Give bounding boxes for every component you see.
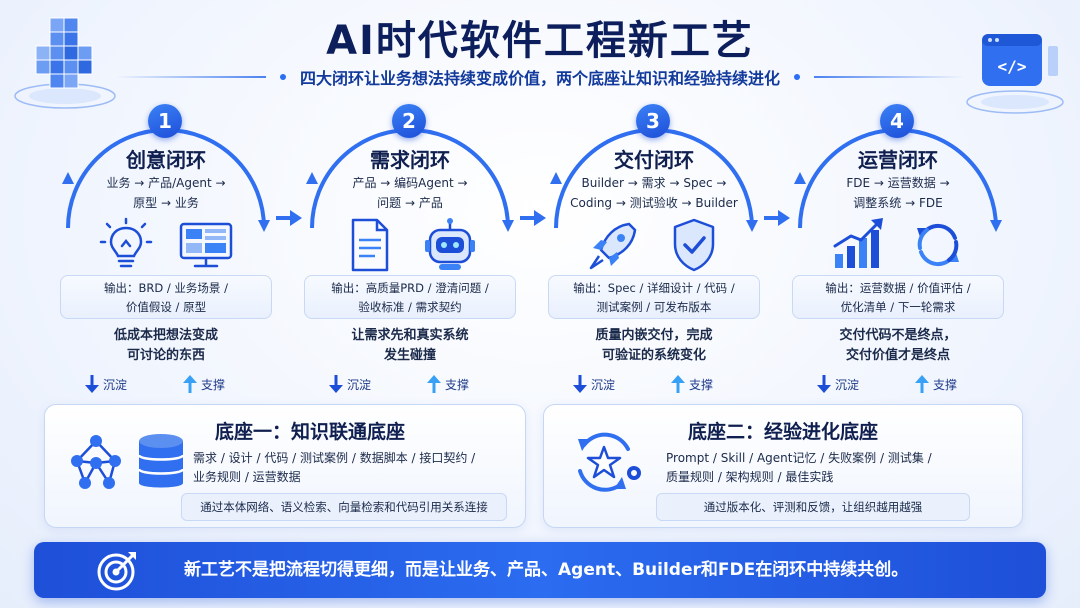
base-note: 通过版本化、评测和反馈，让组织越用越强 bbox=[656, 493, 970, 521]
target-icon bbox=[97, 552, 136, 591]
arrow-up-icon bbox=[671, 375, 685, 393]
cube-stack-decoration-icon bbox=[14, 17, 116, 109]
svg-text:</>: </> bbox=[998, 57, 1027, 76]
support-up-label: 支撑 bbox=[670, 374, 713, 394]
loop-flow: 产品 → 编码Agent → 问题 → 产品 bbox=[352, 176, 468, 210]
support-up-label: 支撑 bbox=[426, 374, 469, 394]
subtitle-bar: 四大闭环让业务想法持续变成价值，两个底座让知识和经验持续进化 bbox=[0, 65, 1080, 89]
loop-card-ideation: 1 创意闭环 业务 → 产品/Agent → 原型 → 业务 bbox=[50, 100, 282, 420]
loop-title: 运营闭环 bbox=[858, 148, 938, 172]
loop-title: 创意闭环 bbox=[126, 148, 206, 172]
growth-chart-icon bbox=[833, 218, 883, 268]
loop-output: 输出：Spec / 详细设计 / 代码 / 测试案例 / 可发布版本 bbox=[548, 275, 760, 319]
loop-icons bbox=[782, 216, 1014, 274]
step-number: 3 bbox=[636, 104, 670, 138]
robot-icon bbox=[425, 218, 475, 270]
lightbulb-icon bbox=[99, 217, 153, 268]
loop-description: 让需求先和真实系统 发生碰撞 bbox=[351, 328, 469, 363]
sediment-down-label: 沉淀 bbox=[328, 374, 371, 394]
dashboard-screen-icon bbox=[179, 222, 233, 268]
arrow-down-icon bbox=[329, 375, 343, 393]
step-number: 2 bbox=[392, 104, 426, 138]
network-graph-icon bbox=[71, 435, 121, 489]
loop-icons bbox=[294, 216, 526, 274]
shield-check-icon bbox=[673, 218, 715, 272]
loop-icons bbox=[538, 216, 770, 274]
loop-flow: 业务 → 产品/Agent → 原型 → 业务 bbox=[106, 176, 226, 210]
code-window-decoration-icon: </> bbox=[966, 34, 1064, 114]
loop-description: 质量内嵌交付，完成 可验证的系统变化 bbox=[595, 328, 713, 363]
loop-output: 输出：BRD / 业务场景 / 价值假设 / 原型 bbox=[60, 275, 272, 319]
base-note: 通过本体网络、语义检索、向量检索和代码引用关系连接 bbox=[181, 493, 507, 521]
loop-card-operations: 4 运营闭环 FDE → 运营数据 → 调整系统 → FDE 输出：运营数据 /… bbox=[782, 100, 1014, 420]
step-number: 1 bbox=[148, 104, 182, 138]
database-icon bbox=[137, 434, 185, 488]
step-number: 4 bbox=[880, 104, 914, 138]
arrow-up-icon bbox=[183, 375, 197, 393]
experience-base-panel: 底座二：经验进化底座 Prompt / Skill / Agent记忆 / 失败… bbox=[543, 404, 1023, 528]
loop-flow: FDE → 运营数据 → 调整系统 → FDE bbox=[846, 176, 950, 210]
support-up-label: 支撑 bbox=[182, 374, 225, 394]
loop-description: 低成本把想法变成 可讨论的东西 bbox=[113, 328, 218, 363]
loop-card-delivery: 3 交付闭环 Builder → 需求 → Spec → Coding → 测试… bbox=[538, 100, 770, 420]
rocket-icon bbox=[589, 222, 637, 270]
document-icon bbox=[351, 218, 389, 272]
base-title: 底座一：知识联通底座 bbox=[215, 421, 406, 443]
flow-arrow-right-icon bbox=[276, 210, 302, 226]
sediment-down-label: 沉淀 bbox=[572, 374, 615, 394]
loop-card-requirements: 2 需求闭环 产品 → 编码Agent → 问题 → 产品 输出：高质量PRD … bbox=[294, 100, 526, 420]
page-title: AI时代软件工程新工艺 bbox=[326, 18, 754, 64]
loop-flow: Builder → 需求 → Spec → Coding → 测试验收 → Bu… bbox=[570, 176, 738, 210]
arrow-down-icon bbox=[85, 375, 99, 393]
star-cycle-icon bbox=[578, 432, 641, 492]
base-items: 需求 / 设计 / 代码 / 测试案例 / 数据脚本 / 接口契约 / 业务规则… bbox=[193, 451, 476, 484]
arrow-down-icon bbox=[573, 375, 587, 393]
arrow-down-icon bbox=[817, 375, 831, 393]
arrow-up-icon bbox=[427, 375, 441, 393]
footer-banner: 新工艺不是把流程切得更细，而是让业务、产品、Agent、Builder和FDE在… bbox=[34, 542, 1046, 598]
page-subtitle: 四大闭环让业务想法持续变成价值，两个底座让知识和经验持续进化 bbox=[299, 69, 780, 88]
footer-text: 新工艺不是把流程切得更细，而是让业务、产品、Agent、Builder和FDE在… bbox=[184, 560, 909, 580]
sediment-down-label: 沉淀 bbox=[816, 374, 859, 394]
refresh-cycle-icon bbox=[917, 223, 959, 267]
base-items: Prompt / Skill / Agent记忆 / 失败案例 / 测试集 / … bbox=[666, 451, 932, 484]
support-up-label: 支撑 bbox=[914, 374, 957, 394]
loop-icons bbox=[50, 216, 282, 274]
base-title: 底座二：经验进化底座 bbox=[688, 421, 879, 443]
loop-title: 需求闭环 bbox=[370, 148, 450, 172]
knowledge-base-panel: 底座一：知识联通底座 需求 / 设计 / 代码 / 测试案例 / 数据脚本 / … bbox=[44, 404, 526, 528]
loop-output: 输出：运营数据 / 价值评估 / 优化清单 / 下一轮需求 bbox=[792, 275, 1004, 319]
arrow-up-icon bbox=[915, 375, 929, 393]
flow-arrow-right-icon bbox=[764, 210, 790, 226]
loop-output: 输出：高质量PRD / 澄清问题 / 验收标准 / 需求契约 bbox=[304, 275, 516, 319]
flow-arrow-right-icon bbox=[520, 210, 546, 226]
loop-title: 交付闭环 bbox=[614, 148, 694, 172]
sediment-down-label: 沉淀 bbox=[84, 374, 127, 394]
loop-description: 交付代码不是终点， 交付价值才是终点 bbox=[839, 328, 957, 363]
